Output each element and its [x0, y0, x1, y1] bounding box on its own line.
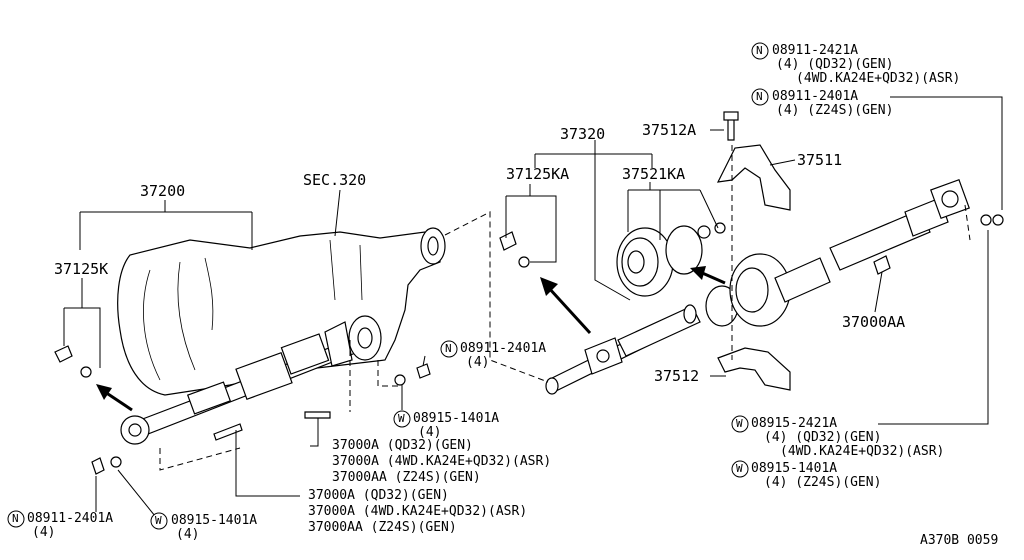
label-37000a-group2-line1: 37000A (QD32)(GEN): [308, 488, 449, 503]
front-propeller-shaft: [120, 315, 382, 445]
alignment-lines: [159, 145, 971, 471]
n-symbol-top1: N: [756, 44, 763, 57]
diagram-code: A370B 0059: [920, 533, 999, 548]
bolt-group-left: [54, 345, 431, 475]
label-37000a-group2-line3: 37000AA (Z24S)(GEN): [308, 520, 457, 535]
label-37200: 37200: [140, 182, 186, 200]
label-37000a-group1-line3: 37000AA (Z24S)(GEN): [332, 470, 481, 485]
label-w-08915-1401a-bl: 08915-1401A: [171, 513, 258, 528]
label-37512: 37512: [654, 367, 700, 385]
label-37125k: 37125K: [54, 260, 109, 278]
direction-arrows: [96, 266, 726, 412]
leader-lines: [63, 96, 1003, 517]
label-w-08915-2421a: 08915-2421A: [751, 416, 838, 431]
label-n-08911-2421a-line2: (4) (QD32)(GEN): [776, 57, 894, 72]
label-37000aa-right: 37000AA: [842, 313, 906, 331]
label-w-08915-1401a-right-line2: (4) (Z24S)(GEN): [764, 475, 882, 490]
w-symbol-bl: W: [155, 514, 162, 527]
rear-propeller-shaft: [705, 179, 1004, 327]
label-37512a: 37512A: [642, 121, 697, 139]
label-w-08915-1401a-bl-line2: (4): [176, 527, 200, 542]
label-w-08915-2421a-line3: (4WD.KA24E+QD32)(ASR): [780, 444, 945, 459]
label-w-08915-1401a-mid: 08915-1401A: [413, 411, 500, 426]
label-n-08911-2401a-mid-line2: (4): [466, 355, 490, 370]
w-symbol-mid: W: [398, 412, 405, 425]
center-bearing-assembly: [616, 222, 726, 297]
label-37000a-group2-line2: 37000A (4WD.KA24E+QD32)(ASR): [308, 504, 528, 519]
n-symbol-mid: N: [445, 342, 452, 355]
label-37000a-group1-line2: 37000A (4WD.KA24E+QD32)(ASR): [332, 454, 552, 469]
support-bracket-lower: [717, 347, 791, 391]
label-37320: 37320: [560, 125, 606, 143]
label-w-08915-1401a-mid-line2: (4): [418, 425, 442, 440]
w-symbol-r2: W: [736, 462, 743, 475]
label-37000a-group1-line1: 37000A (QD32)(GEN): [332, 438, 473, 453]
label-n-08911-2401a-mid: 08911-2401A: [460, 341, 547, 356]
label-n-08911-2421a-line3: (4WD.KA24E+QD32)(ASR): [796, 71, 961, 86]
label-n-08911-2401a-top: 08911-2401A: [772, 89, 859, 104]
label-w-08915-2421a-line2: (4) (QD32)(GEN): [764, 430, 882, 445]
middle-propeller-shaft: [499, 231, 701, 395]
label-37125ka: 37125KA: [506, 165, 570, 183]
label-sec320: SEC.320: [303, 171, 367, 189]
label-n-08911-2401a-bl-line2: (4): [32, 525, 56, 540]
label-n-08911-2421a: 08911-2421A: [772, 43, 859, 58]
symbol-circles: [7, 42, 769, 530]
support-bracket-upper: [716, 111, 791, 211]
label-37511: 37511: [797, 151, 843, 169]
label-w-08915-1401a-right: 08915-1401A: [751, 461, 838, 476]
n-symbol-bl: N: [12, 512, 19, 525]
label-n-08911-2401a-bl: 08911-2401A: [27, 511, 114, 526]
label-n-08911-2401a-top-line2: (4) (Z24S)(GEN): [776, 103, 894, 118]
label-37521ka: 37521KA: [622, 165, 686, 183]
n-symbol-top2: N: [756, 90, 763, 103]
w-symbol-r1: W: [736, 417, 743, 430]
